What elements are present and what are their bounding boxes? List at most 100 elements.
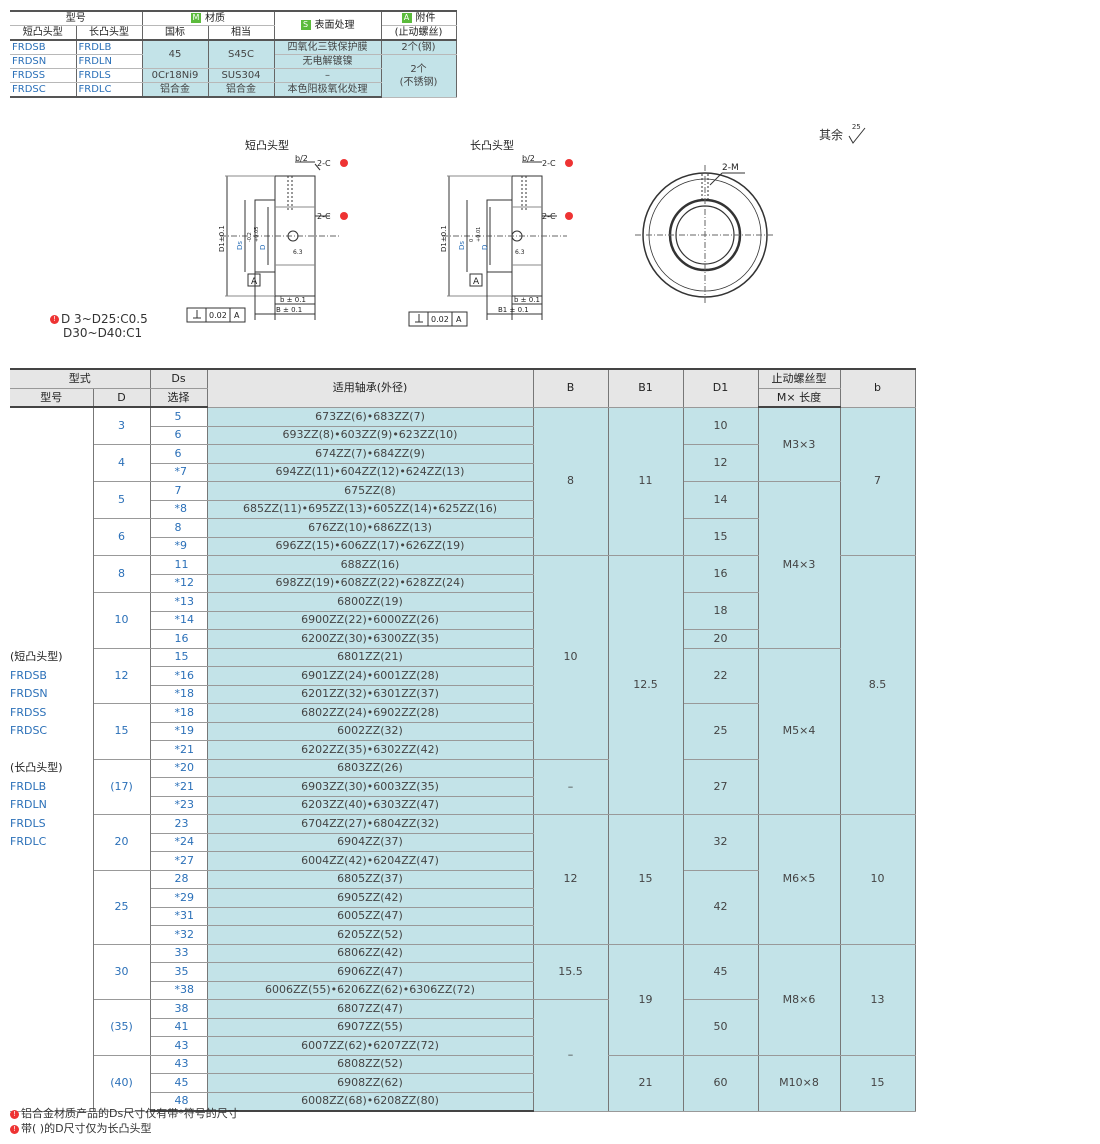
- mt-code: FRDLS: [76, 68, 143, 83]
- b1-cell: 11: [608, 407, 684, 556]
- model-code: FRDLS: [10, 816, 46, 830]
- b1-cell: 12.5: [608, 555, 684, 815]
- d1-cell: 42: [683, 870, 759, 945]
- th-bearing: 适用轴承(外径): [207, 368, 534, 408]
- ds-cell: *16: [150, 666, 208, 686]
- ds-cell: 6: [150, 426, 208, 445]
- ds-cell: 43: [150, 1055, 208, 1074]
- d1-cell: 10: [683, 407, 759, 445]
- bearing-cell: 6800ZZ(19): [207, 592, 534, 612]
- m-cell: M6×5: [758, 814, 841, 945]
- b-cell: –: [533, 999, 609, 1112]
- m-cell: M4×3: [758, 481, 841, 649]
- ds-cell: *14: [150, 611, 208, 630]
- ds-cell: *24: [150, 833, 208, 852]
- bearing-cell: 696ZZ(15)•606ZZ(17)•626ZZ(19): [207, 537, 534, 556]
- bearing-cell: 698ZZ(19)•608ZZ(22)•628ZZ(24): [207, 574, 534, 593]
- ds-cell: *21: [150, 777, 208, 797]
- ds-cell: *18: [150, 703, 208, 723]
- d-cell: 4: [93, 444, 151, 482]
- mt-short-header: 短凸头型: [10, 25, 77, 41]
- ds-cell: *38: [150, 981, 208, 1000]
- ds-cell: 5: [150, 407, 208, 427]
- ds-cell: *31: [150, 907, 208, 926]
- d-cell: (35): [93, 999, 151, 1056]
- bearing-cell: 6906ZZ(47): [207, 962, 534, 982]
- ds-cell: 43: [150, 1036, 208, 1056]
- bearing-cell: 6704ZZ(27)•6804ZZ(32): [207, 814, 534, 834]
- svg-text:D1±0.1: D1±0.1: [218, 225, 226, 252]
- ds-cell: 15: [150, 648, 208, 667]
- ds-cell: *23: [150, 796, 208, 815]
- svg-text:0.02: 0.02: [209, 311, 227, 320]
- mt-code: FRDLB: [76, 40, 143, 55]
- mt-surface: 无电解镀镍: [274, 54, 382, 69]
- svg-text:b ± 0.1: b ± 0.1: [514, 296, 540, 304]
- bearing-cell: 6900ZZ(22)•6000ZZ(26): [207, 611, 534, 630]
- model-code: (长凸头型): [10, 761, 63, 774]
- d-cell: 3: [93, 407, 151, 445]
- mt-material: 0Cr18Ni9: [142, 68, 209, 83]
- d1-cell: 12: [683, 444, 759, 482]
- mt-code: FRDLN: [76, 54, 143, 69]
- svg-text:2-C: 2-C: [317, 212, 331, 221]
- mt-surface: –: [274, 68, 382, 83]
- ds-cell: 16: [150, 629, 208, 649]
- ds-cell: *29: [150, 888, 208, 908]
- d-cell: 20: [93, 814, 151, 871]
- d1-cell: 45: [683, 944, 759, 1000]
- mt-code: FRDSB: [10, 40, 77, 55]
- b1-cell: 21: [608, 1055, 684, 1112]
- footnotes: !铝合金材质产品的Ds尺寸仅有带*符号的尺寸 !带( )的D尺寸仅为长凸头型: [10, 1106, 239, 1136]
- d1-cell: 60: [683, 1055, 759, 1112]
- ds-cell: *8: [150, 500, 208, 519]
- short-type-title: 短凸头型: [245, 139, 289, 152]
- drawing-long: b/2 2-C 2-C D1±0.1 Ds D 0 +0.01 6.3 A b …: [408, 154, 573, 327]
- model-code: FRDSC: [10, 724, 48, 737]
- ds-cell: 48: [150, 1092, 208, 1112]
- d-cell: 15: [93, 703, 151, 760]
- model-code: FRDSB: [10, 668, 47, 682]
- svg-text:b/2: b/2: [295, 154, 308, 163]
- svg-text:+0.05: +0.05: [254, 227, 260, 242]
- svg-text:6.3: 6.3: [515, 249, 525, 256]
- svg-text:A: A: [234, 311, 240, 320]
- chamfer-tolerance-note: !D 3~D25:C0.5 D30~D40:C1: [50, 312, 148, 340]
- th-screw: 止动螺丝型: [758, 368, 841, 389]
- svg-text:D: D: [481, 245, 489, 250]
- ds-cell: 33: [150, 944, 208, 963]
- mt-gb-header: 国标: [142, 25, 209, 41]
- bearing-cell: 6806ZZ(42): [207, 944, 534, 963]
- ds-cell: 23: [150, 814, 208, 834]
- mt-code: FRDSN: [10, 54, 77, 69]
- svg-text:A: A: [456, 315, 462, 324]
- mt-material: SUS304: [208, 68, 275, 83]
- mt-material: S45C: [208, 40, 275, 69]
- bearing-cell: 685ZZ(11)•695ZZ(13)•605ZZ(14)•625ZZ(16): [207, 500, 534, 519]
- mt-surface: 本色阳极氧化处理: [274, 82, 382, 98]
- d-cell: 30: [93, 944, 151, 1000]
- bearing-cell: 6007ZZ(62)•6207ZZ(72): [207, 1036, 534, 1056]
- th-D1: D1: [683, 368, 759, 408]
- footnote: !带( )的D尺寸仅为长凸头型: [10, 1121, 239, 1136]
- ds-cell: *18: [150, 685, 208, 704]
- b-cell: –: [533, 759, 609, 815]
